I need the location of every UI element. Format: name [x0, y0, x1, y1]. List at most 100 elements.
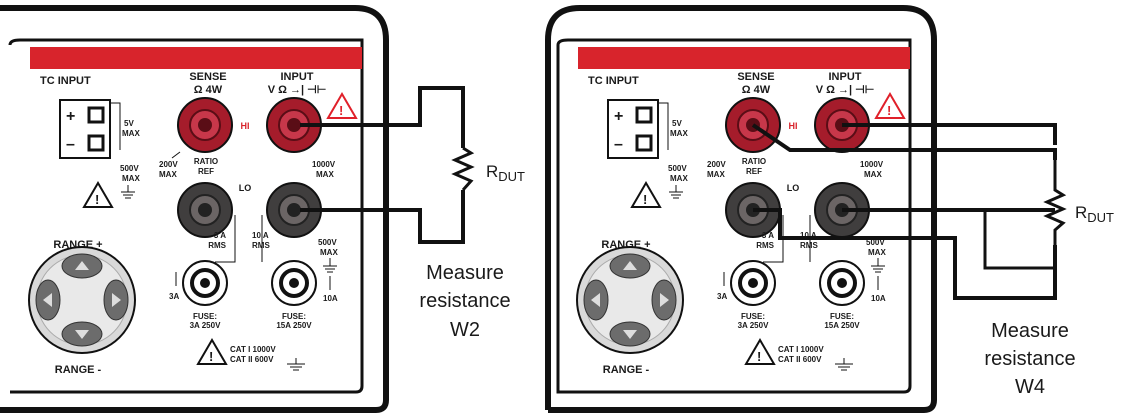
input-sub-label: V Ω →| ⊣⊢ [268, 83, 327, 96]
two-wire-connection [300, 86, 475, 244]
resistor-label-w4: RDUT [1075, 203, 1114, 225]
range-up-button[interactable] [61, 253, 103, 279]
v500-right-label: 500V [318, 238, 337, 247]
tc-input-label: TC INPUT [40, 75, 91, 87]
a3-rms-label: 3 A [214, 231, 226, 240]
hi-label: HI [241, 121, 250, 131]
range-up-button[interactable] [609, 253, 651, 279]
fuse-15a-rating: 15A 250V [824, 321, 860, 330]
arrow-right-icon [660, 293, 669, 307]
a10-rms-label: 10 A [252, 231, 269, 240]
caption-w4-line3: W4 [1015, 376, 1045, 398]
range-keypad [28, 246, 136, 354]
svg-text:!: ! [339, 103, 343, 118]
range-keypad [576, 246, 684, 354]
tc-minus-symbol: – [614, 136, 623, 153]
v500-right-max: MAX [868, 248, 886, 257]
arrow-up-icon [623, 261, 637, 270]
resistor-label-w2: RDUT [486, 162, 525, 184]
ratio-label: RATIO [194, 157, 218, 166]
a3-rms-sub: RMS [756, 241, 774, 250]
red-header-bar [30, 47, 362, 69]
warning-triangle-icon: ! [874, 92, 906, 119]
tc-5v-label: 5V [672, 119, 682, 128]
input-label: INPUT [829, 71, 862, 83]
caption-w2-line2: resistance [419, 290, 510, 312]
fuse-3a-label: FUSE: [193, 312, 217, 321]
svg-text:!: ! [209, 349, 213, 364]
jack-3a-label: 3A [717, 292, 727, 301]
a10-rms-sub: RMS [800, 241, 818, 250]
fuse-15a-label: FUSE: [282, 312, 306, 321]
range-right-button[interactable] [651, 279, 677, 321]
v1000-max: MAX [864, 170, 882, 179]
lo-lead-wire [300, 190, 465, 244]
tc-plus-terminal [87, 106, 105, 124]
tc-plus-symbol: + [614, 108, 623, 125]
tc-plus-symbol: + [66, 108, 75, 125]
range-down-button[interactable] [61, 321, 103, 347]
ratio-ref-label: REF [198, 167, 214, 176]
input-label: INPUT [281, 71, 314, 83]
resistor-symbol [983, 160, 1067, 270]
warning-triangle-icon: ! [744, 338, 776, 365]
tc-bracket [110, 102, 121, 150]
lo-label: LO [239, 183, 252, 193]
warning-triangle-icon: ! [630, 181, 662, 208]
sense-label: SENSE [189, 71, 226, 83]
jack-10a-label: 10A [323, 294, 338, 303]
range-right-button[interactable] [103, 279, 129, 321]
cat1-label: CAT I 1000V [230, 345, 276, 354]
tc-500v-label: 500V [120, 164, 139, 173]
fuse-3a-rating: 3A 250V [738, 321, 770, 330]
meter-panel-left: TC INPUT + – 5V MAX 500V MAX ! SENSE Ω 4… [0, 5, 389, 413]
input-sub-label: V Ω →| ⊣⊢ [816, 83, 875, 96]
ground-icon [121, 185, 135, 199]
a3-rms-sub: RMS [208, 241, 226, 250]
sense-hi-wire [751, 123, 1057, 160]
fuse-3a-label: FUSE: [741, 312, 765, 321]
panel-outline [0, 5, 389, 413]
ground-icon [323, 258, 337, 273]
panel-outline [545, 5, 937, 413]
hi-label: HI [789, 121, 798, 131]
sense-hi-jack [177, 97, 233, 153]
range-left-button[interactable] [35, 279, 61, 321]
range-minus-label: RANGE - [603, 364, 650, 376]
tc-5v-label: 5V [124, 119, 134, 128]
v200-max: MAX [159, 170, 177, 179]
caption-w2-line3: W2 [450, 319, 480, 341]
range-left-button[interactable] [583, 279, 609, 321]
ground-icon [287, 358, 305, 371]
fuse-15a-rating: 15A 250V [276, 321, 312, 330]
current-10a-jack [819, 260, 865, 306]
v500-right-max: MAX [320, 248, 338, 257]
arrow-down-icon [75, 330, 89, 339]
range-down-button[interactable] [609, 321, 651, 347]
tc-5v-max: MAX [122, 129, 140, 138]
four-wire-connection [751, 123, 1067, 300]
red-header-bar [578, 47, 910, 69]
arrow-down-icon [623, 330, 637, 339]
v200-label: 200V [159, 160, 178, 169]
arrow-left-icon [43, 293, 52, 307]
current-10a-jack [271, 260, 317, 306]
jack-3a-label: 3A [169, 292, 179, 301]
v500-right-label: 500V [866, 238, 885, 247]
caption-w4-line1: Measure [991, 320, 1069, 342]
fuse-3a-rating: 3A 250V [190, 321, 222, 330]
tc-minus-terminal [635, 134, 653, 152]
svg-text:!: ! [95, 192, 99, 207]
a10-rms-sub: RMS [252, 241, 270, 250]
svg-text:!: ! [887, 103, 891, 118]
svg-text:!: ! [757, 349, 761, 364]
arrow-right-icon [112, 293, 121, 307]
sense-lo-jack [177, 182, 233, 238]
ground-icon [835, 358, 853, 371]
tc-500v-label: 500V [668, 164, 687, 173]
panel-inner-outline [556, 38, 912, 394]
lo-label: LO [787, 183, 800, 193]
cat2-label: CAT II 600V [230, 355, 274, 364]
tc-500v-max: MAX [670, 174, 688, 183]
